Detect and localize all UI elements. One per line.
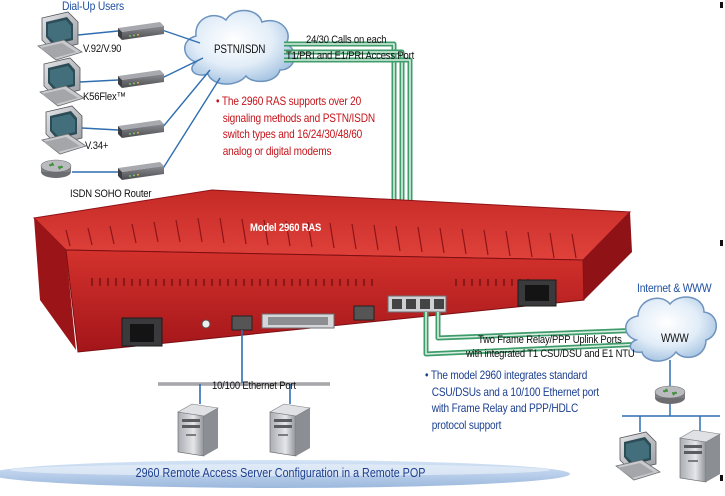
csu-support-note: •The model 2960 integrates standard CSU/… — [425, 367, 599, 433]
www-server-icon — [679, 429, 721, 483]
pstn-isdn-label: PSTN/ISDN — [214, 44, 266, 56]
www-cloud — [625, 296, 717, 362]
server-2-icon — [269, 403, 311, 457]
corner-marker — [720, 2, 723, 8]
www-pc-icon — [615, 431, 661, 481]
pstn-support-note: •The 2960 RAS supports over 20 signaling… — [216, 93, 375, 159]
calls-label-line2: T1/PRI and E1/PRI Access Port — [286, 50, 415, 62]
dialup-links — [72, 29, 221, 173]
modem-v34-label: V.34+ — [85, 140, 109, 152]
caption-banner — [0, 460, 570, 488]
diagram-caption: 2960 Remote Access Server Configuration … — [0, 466, 560, 480]
bullet-icon: • — [425, 368, 429, 382]
pstn-note-line: The 2960 RAS supports over 20 — [221, 94, 362, 108]
www-router-icon — [654, 385, 686, 405]
dialup-pc-1-icon — [37, 11, 83, 61]
diagram-caption-text: 2960 Remote Access Server Configuration … — [135, 466, 425, 480]
www-label: WWW — [661, 333, 689, 345]
ethernet-port-label: 10/100 Ethernet Port — [212, 380, 296, 392]
ethernet-segment — [158, 330, 330, 404]
uplink-label-line2: with integrated T1 CSU/DSU and E1 NTU — [466, 348, 635, 360]
pstn-note-line: signaling methods and PSTN/ISDN — [222, 110, 375, 125]
modem-v92-icon — [118, 22, 164, 40]
csu-note-line: CSU/DSUs and a 10/100 Ethernet port — [431, 384, 599, 399]
internet-www-title: Internet & WWW — [637, 281, 712, 295]
dialup-pc-3-icon — [41, 105, 87, 155]
chassis-model-label: Model 2960 RAS — [250, 222, 322, 234]
csu-note-line: with Frame Relay and PPP/HDLC — [431, 401, 579, 415]
dialup-users-title: Dial-Up Users — [62, 0, 124, 13]
modem-v34-icon — [118, 120, 164, 138]
modem-isdn-icon — [118, 162, 164, 180]
pstn-note-line: analog or digital modems — [222, 143, 332, 158]
calls-label-line1: 24/30 Calls on each — [306, 34, 387, 46]
modem-k56-label: K56Flex™ — [83, 91, 126, 103]
server-1-icon — [177, 403, 219, 457]
corner-marker — [720, 240, 723, 246]
csu-note-line: The model 2960 integrates standard — [430, 368, 588, 382]
modem-v92-label: V.92/V.90 — [83, 43, 122, 55]
bullet-icon: • — [216, 94, 220, 108]
isdn-router-label: ISDN SOHO Router — [70, 188, 152, 200]
pstn-note-line: switch types and 16/24/30/48/60 — [222, 127, 363, 141]
corner-marker — [720, 475, 723, 481]
internet-lan — [622, 360, 720, 432]
uplink-label-line1: Two Frame Relay/PPP Uplink Ports — [478, 334, 622, 346]
modem-k56-icon — [118, 70, 164, 88]
ras-chassis — [32, 189, 632, 353]
csu-note-line: protocol support — [431, 417, 502, 432]
isdn-router-icon — [40, 159, 72, 179]
dialup-pc-2-icon — [39, 57, 85, 107]
uplink-lines — [423, 312, 645, 357]
